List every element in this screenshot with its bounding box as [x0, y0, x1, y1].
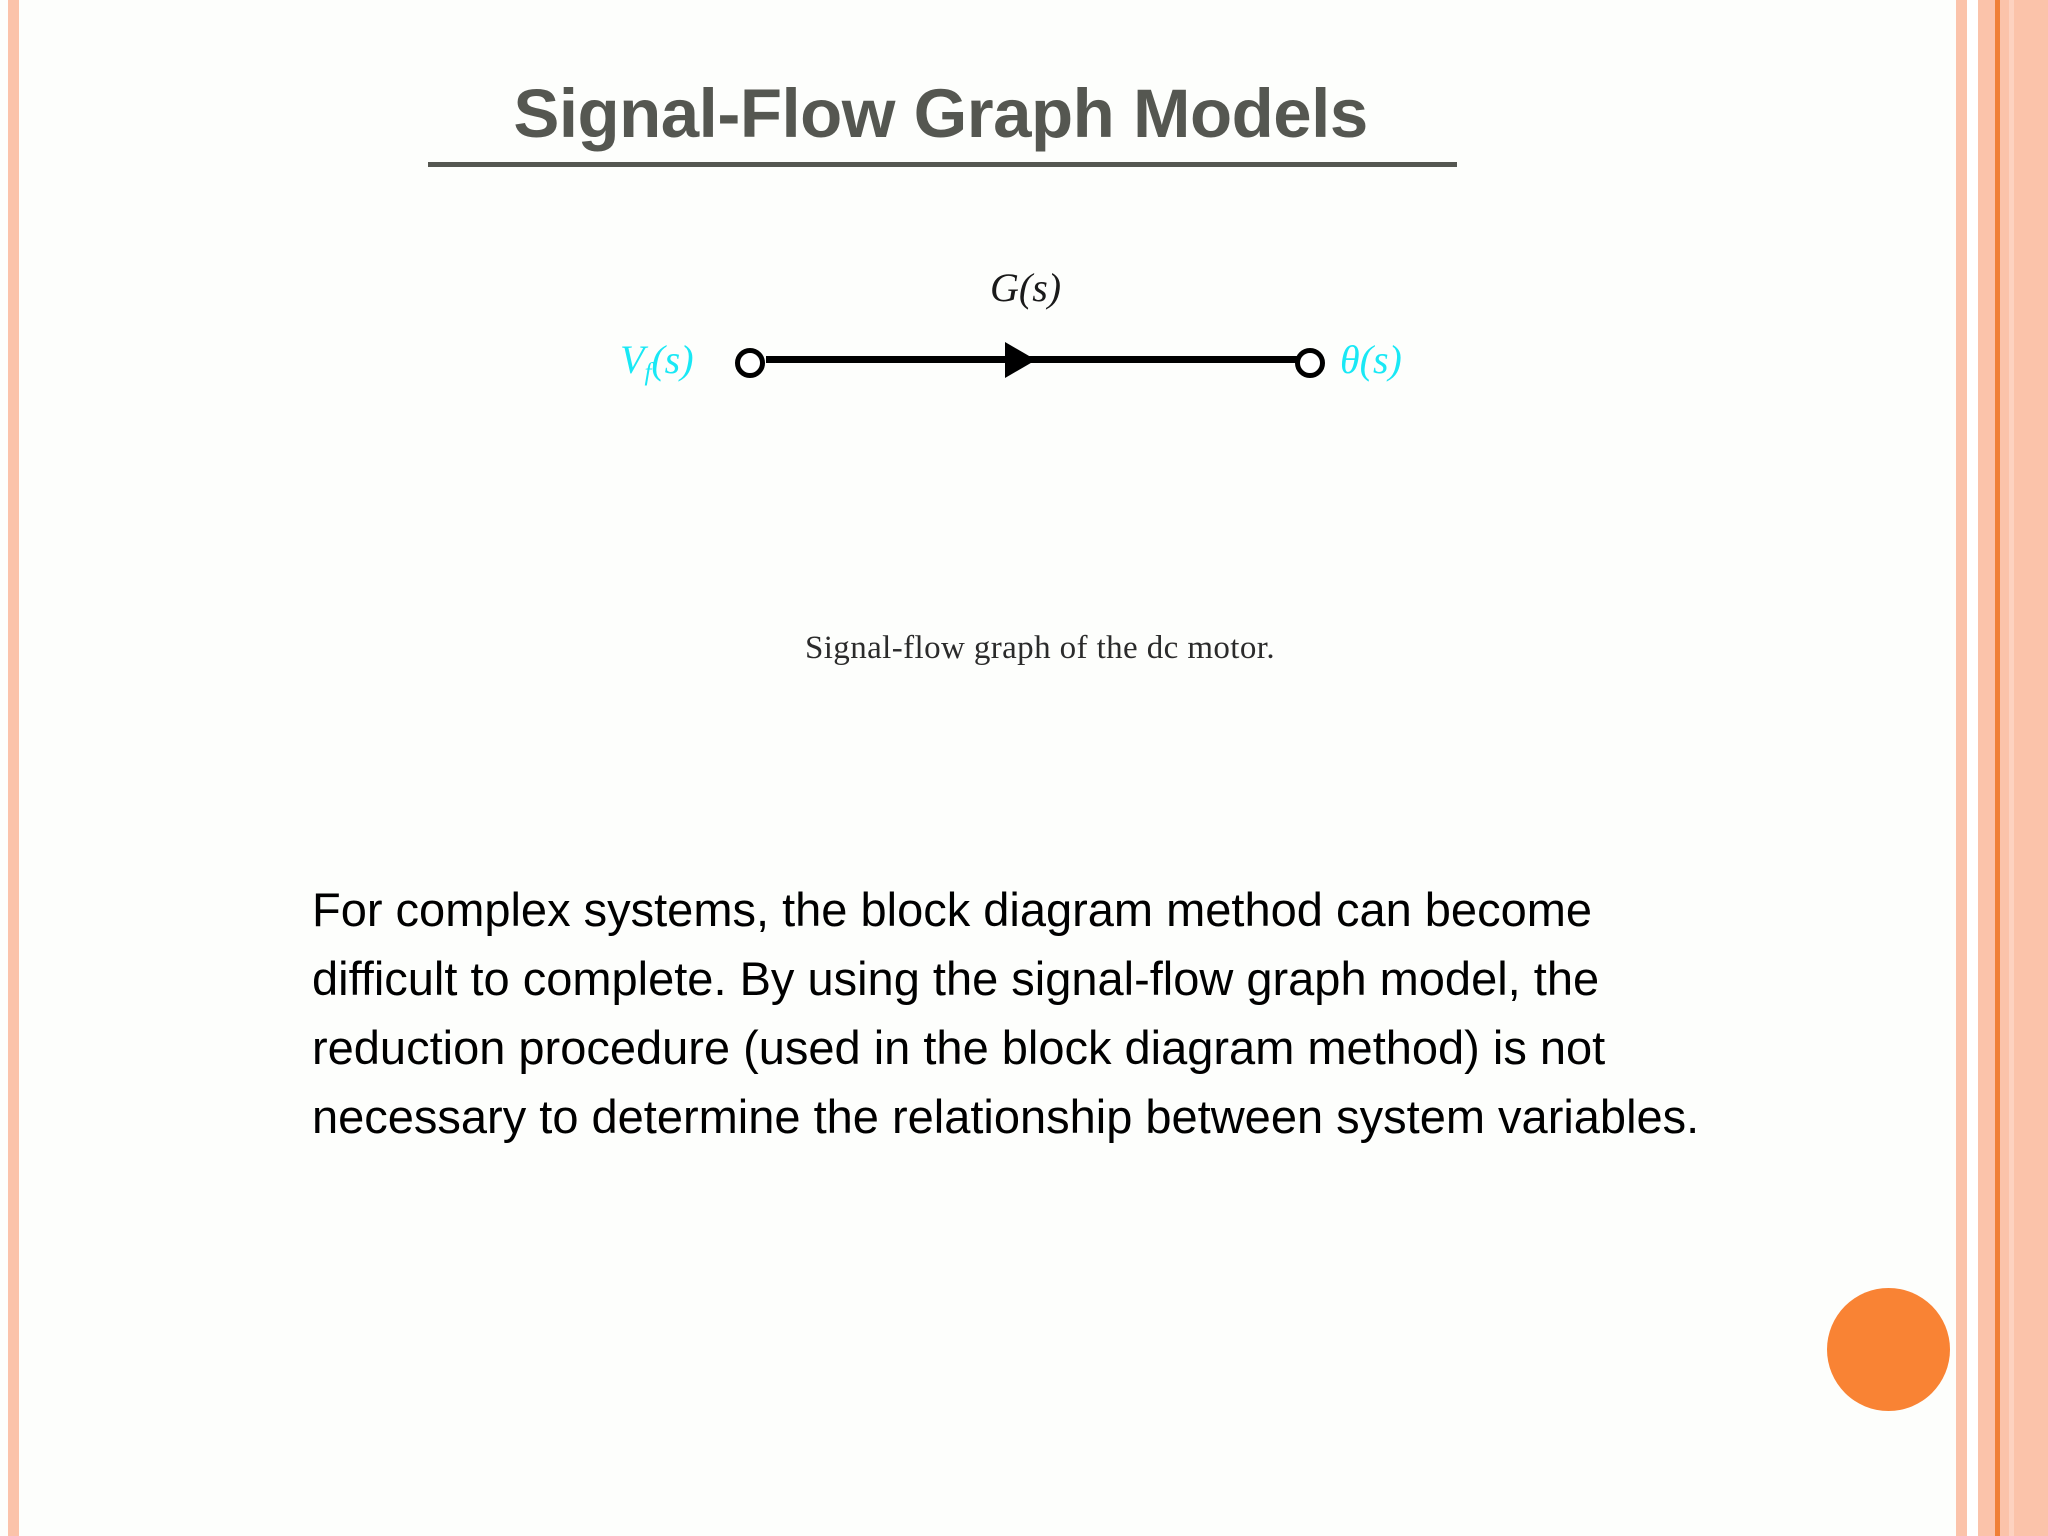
- edge-gain-label: G(s): [990, 265, 1062, 310]
- border-stripe-5: [2014, 0, 2048, 1536]
- border-stripe-2: [1978, 0, 1995, 1536]
- border-accent-line: [1995, 0, 2000, 1536]
- title-underline: [428, 162, 1457, 167]
- border-stripe-1: [1956, 0, 1967, 1536]
- input-node-label-main: V: [620, 337, 645, 382]
- border-stripe-4: [2009, 0, 2014, 1536]
- border-stripe-3: [2000, 0, 2009, 1536]
- input-node-label-tail: (s): [651, 337, 694, 382]
- input-node-label-subscript: f: [644, 358, 652, 386]
- figure-caption: Signal-flow graph of the dc motor.: [804, 630, 1275, 666]
- signal-flow-graph-figure: G(s) Vf(s) θ(s): [590, 258, 1490, 418]
- page-title: Signal-Flow Graph Models: [513, 75, 1368, 152]
- input-node-label: Vf(s): [620, 336, 694, 387]
- right-border-stripes: [1956, 0, 2048, 1536]
- orange-circle-decoration: [1827, 1288, 1950, 1411]
- border-gap-white: [1967, 0, 1978, 1536]
- body-paragraph: For complex systems, the block diagram m…: [312, 883, 1700, 1143]
- output-node-circle: [1295, 348, 1325, 378]
- input-node-circle: [735, 348, 765, 378]
- edge-arrowhead-icon: [1005, 342, 1036, 378]
- output-node-label: θ(s): [1340, 337, 1402, 382]
- left-border-stripe: [8, 0, 19, 1536]
